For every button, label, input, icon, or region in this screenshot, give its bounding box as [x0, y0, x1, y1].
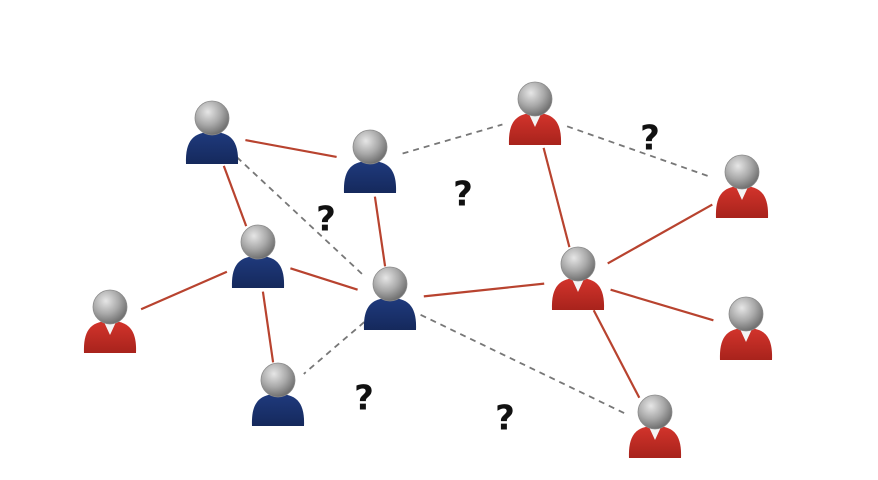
- blue-person-node-a2: [343, 129, 397, 193]
- solid-edge-a4-b3: [423, 282, 545, 298]
- dashed-edge-a4-b4: [420, 313, 625, 415]
- question-mark-label: ?: [316, 200, 336, 240]
- person-body-icon: [715, 186, 769, 218]
- solid-edge-a3-b2: [140, 270, 228, 311]
- solid-edge-a1-a3: [222, 165, 248, 227]
- person-head-icon: [637, 394, 673, 430]
- question-labels-layer: ?????: [316, 119, 660, 439]
- red-person-node-b6: [719, 296, 773, 360]
- person-head-icon: [724, 154, 760, 190]
- solid-edge-b1-b3: [542, 147, 571, 248]
- person-body-icon: [83, 321, 137, 353]
- shirt-collar-icon: [529, 114, 541, 127]
- dashed-edge-a4-a5: [303, 321, 365, 375]
- person-head-icon: [560, 246, 596, 282]
- blue-person-node-a5: [251, 362, 305, 426]
- person-body-icon: [551, 278, 605, 310]
- solid-edge-a3-a4: [290, 267, 358, 291]
- red-person-node-b1: [508, 81, 562, 145]
- shirt-collar-icon: [740, 329, 752, 342]
- question-mark-label: ?: [495, 399, 515, 439]
- dashed-edge-a1-a4: [236, 156, 366, 278]
- person-head-icon: [260, 362, 296, 398]
- blue-person-node-a4: [363, 266, 417, 330]
- person-body-icon: [363, 298, 417, 330]
- red-person-node-b2: [83, 289, 137, 353]
- person-head-icon: [517, 81, 553, 117]
- shirt-collar-icon: [572, 279, 584, 292]
- solid-edge-b3-b5: [607, 203, 713, 265]
- person-head-icon: [194, 100, 230, 136]
- shirt-collar-icon: [736, 187, 748, 200]
- question-mark-label: ?: [354, 379, 374, 419]
- edges-layer: [140, 123, 714, 415]
- solid-edge-a3-a5: [261, 291, 275, 363]
- blue-person-node-a3: [231, 224, 285, 288]
- shirt-collar-icon: [104, 322, 116, 335]
- shirt-collar-icon: [649, 427, 661, 440]
- person-body-icon: [185, 132, 239, 164]
- red-person-node-b4: [628, 394, 682, 458]
- solid-edge-a2-a4: [373, 196, 387, 267]
- person-nodes-layer: [83, 81, 773, 458]
- person-head-icon: [352, 129, 388, 165]
- person-body-icon: [231, 256, 285, 288]
- solid-edge-b3-b4: [592, 309, 641, 399]
- red-person-node-b3: [551, 246, 605, 310]
- blue-person-node-a1: [185, 100, 239, 164]
- red-person-node-b5: [715, 154, 769, 218]
- person-body-icon: [343, 161, 397, 193]
- person-body-icon: [508, 113, 562, 145]
- question-mark-label: ?: [640, 119, 660, 159]
- person-head-icon: [728, 296, 764, 332]
- person-body-icon: [719, 328, 773, 360]
- person-body-icon: [251, 394, 305, 426]
- dashed-edge-b1-b5: [566, 125, 711, 178]
- question-mark-label: ?: [453, 175, 473, 215]
- person-head-icon: [372, 266, 408, 302]
- solid-edge-a1-a2: [245, 139, 337, 158]
- dashed-edge-a2-b1: [402, 123, 503, 155]
- solid-edge-b3-b6: [610, 288, 714, 322]
- person-head-icon: [92, 289, 128, 325]
- person-body-icon: [628, 426, 682, 458]
- person-head-icon: [240, 224, 276, 260]
